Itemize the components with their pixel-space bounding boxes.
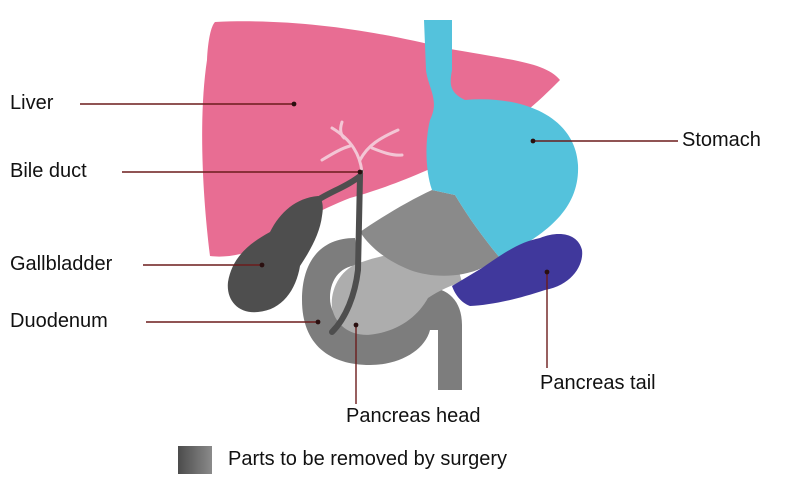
label-duodenum: Duodenum	[10, 311, 108, 331]
label-pancreas-head: Pancreas head	[346, 406, 481, 426]
label-bile-duct: Bile duct	[10, 161, 87, 181]
label-stomach: Stomach	[682, 130, 761, 150]
label-gallbladder: Gallbladder	[10, 254, 112, 274]
legend-swatch	[178, 446, 212, 474]
legend-text: Parts to be removed by surgery	[228, 449, 507, 469]
label-liver: Liver	[10, 93, 53, 113]
label-pancreas-tail: Pancreas tail	[540, 373, 656, 393]
